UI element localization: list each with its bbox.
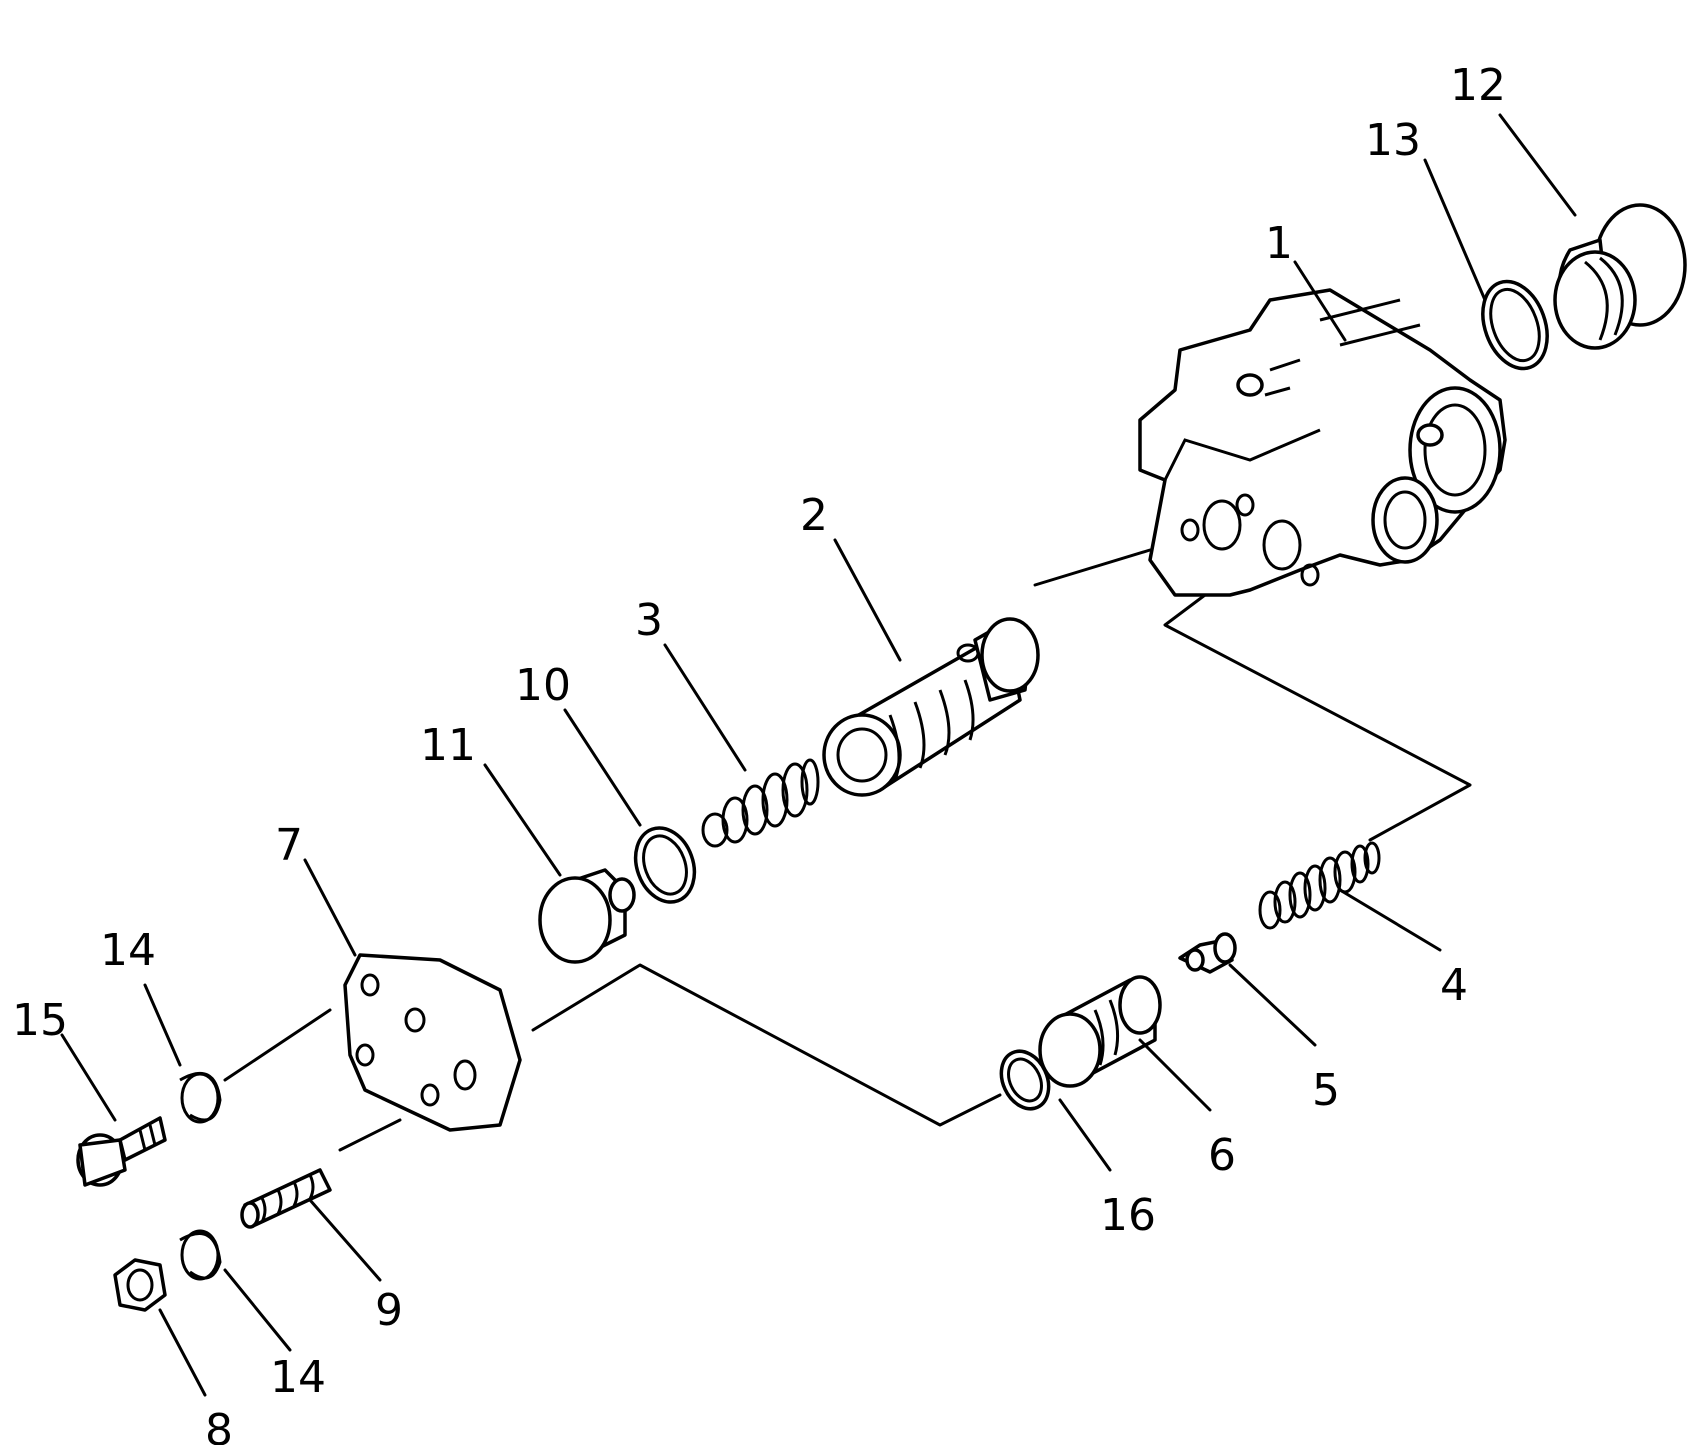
label-part-12: 12 [1450, 60, 1506, 111]
o-ring-16 [999, 1049, 1051, 1111]
lock-washer-lower-ring [180, 1229, 220, 1281]
leader-lines [60, 113, 1577, 1397]
o-ring-16-inner [1007, 1057, 1043, 1103]
label-part-15: 15 [12, 995, 68, 1046]
pin-5 [1178, 932, 1237, 974]
assembly-lines [223, 548, 1472, 1152]
label-part-5: 5 [1312, 1065, 1340, 1116]
o-ring-13 [1481, 279, 1549, 371]
plug [1553, 203, 1687, 350]
part-labels: 1 2 3 4 5 6 7 8 9 10 11 12 13 14 14 15 1… [12, 60, 1506, 1445]
spring-4 [1258, 841, 1381, 930]
label-part-1: 1 [1265, 218, 1293, 269]
spring-3 [701, 758, 820, 848]
o-ring-10 [633, 826, 697, 904]
label-part-3: 3 [635, 595, 663, 646]
o-ring-10-inner [642, 834, 688, 896]
label-part-14-upper: 14 [100, 925, 156, 976]
lock-washer-upper-ring [180, 1072, 220, 1124]
bolt-15 [76, 1116, 167, 1187]
o-ring-13-inner [1489, 287, 1541, 363]
label-part-8: 8 [205, 1405, 233, 1445]
piston-6 [1038, 975, 1162, 1088]
label-part-14-lower: 14 [270, 1352, 326, 1403]
label-part-4: 4 [1440, 960, 1468, 1011]
label-part-9: 9 [375, 1285, 403, 1336]
label-part-13: 13 [1365, 115, 1421, 166]
stud-9 [240, 1168, 332, 1229]
label-part-10: 10 [515, 660, 571, 711]
cover-plate [343, 953, 522, 1132]
label-part-2: 2 [800, 490, 828, 541]
label-part-7: 7 [275, 820, 303, 871]
cap-11 [538, 868, 636, 964]
label-part-16: 16 [1100, 1190, 1156, 1241]
label-part-6: 6 [1208, 1130, 1236, 1181]
nut-8 [113, 1258, 167, 1312]
label-part-11: 11 [420, 720, 476, 771]
spool [822, 617, 1040, 797]
valve-body [1138, 288, 1507, 597]
